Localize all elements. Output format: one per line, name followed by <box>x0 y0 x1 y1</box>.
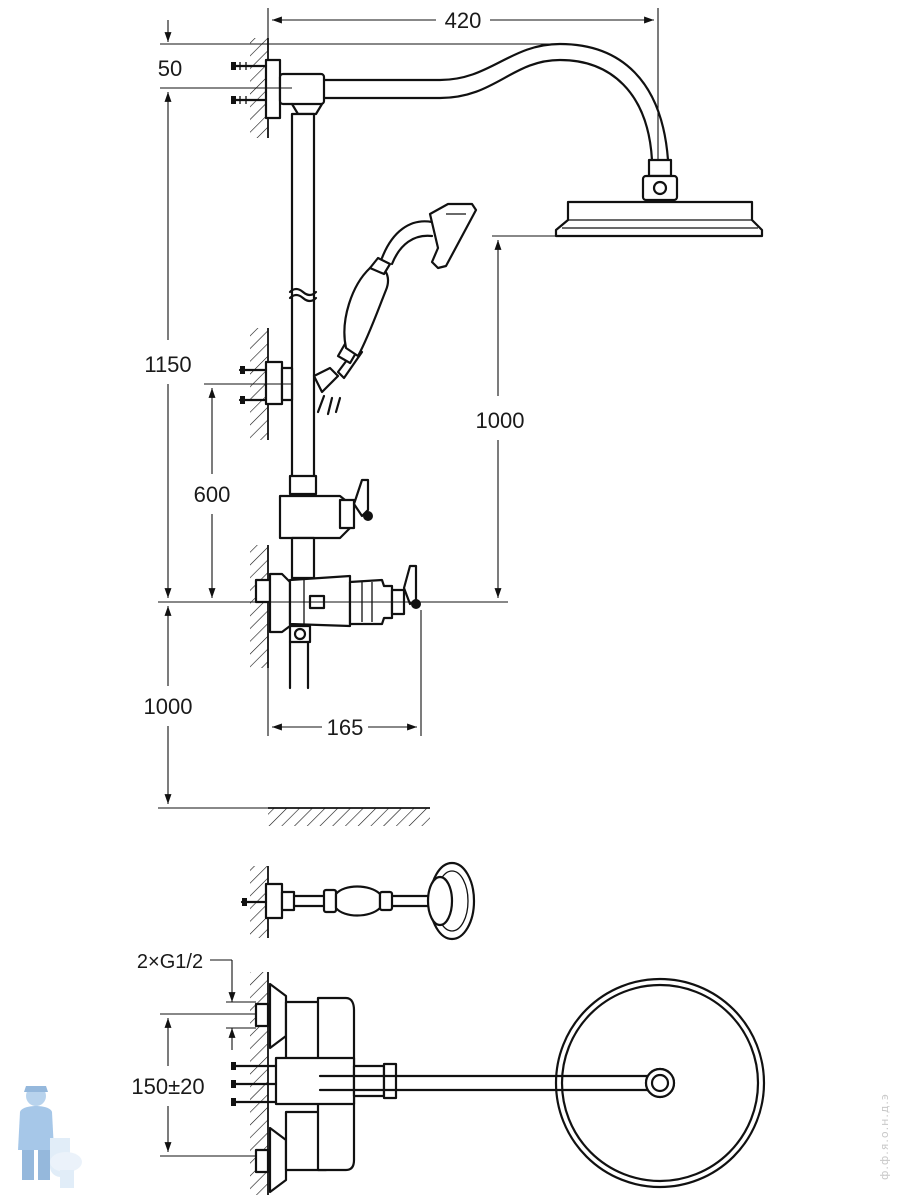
dim-1000-upper-label: 1000 <box>476 408 525 433</box>
dimension-centres: 150±20 <box>131 1013 256 1157</box>
plan-mixer-body <box>230 996 398 1172</box>
dimension-arm-height: 50 <box>158 20 560 89</box>
dim-50-label: 50 <box>158 56 182 81</box>
riser-pipe <box>288 112 318 488</box>
diverter <box>278 474 373 580</box>
dim-centres-label: 150±20 <box>131 1074 204 1099</box>
dim-1150-label: 1150 <box>144 352 191 377</box>
dim-420-label: 420 <box>445 8 482 33</box>
dimension-head-to-mixer: 1000 <box>476 235 562 598</box>
elevation-view: 420 50 1150 1000 600 <box>144 8 764 826</box>
floor-line <box>268 807 430 826</box>
hand-shower <box>316 202 478 416</box>
dimension-mixer-height: 1000 <box>144 606 268 809</box>
dimension-thread: 2×G1/2 <box>137 951 256 1050</box>
dimension-mixer-depth: 165 <box>267 610 422 740</box>
wall-mixer <box>250 545 269 668</box>
plan-view: 2×G1/2 150±20 <box>131 951 766 1195</box>
shower-arm <box>322 42 670 162</box>
plumber-mascot-logo <box>18 1086 82 1188</box>
top-wall-bracket <box>230 58 326 120</box>
holder-detail-view <box>240 861 476 941</box>
dim-thread-label: 2×G1/2 <box>137 951 203 973</box>
dimension-total-height: 1150 <box>144 92 192 598</box>
thermostatic-mixer <box>254 564 421 690</box>
rain-shower-head <box>554 158 764 238</box>
dim-1000-lower-label: 1000 <box>144 694 193 719</box>
dimension-holder-height: 600 <box>194 383 292 598</box>
dim-165-label: 165 <box>327 715 364 740</box>
watermark-text: ф.ф.я.о.н.д.э <box>878 1093 891 1180</box>
dimension-arm-length: 420 <box>267 8 659 160</box>
dim-600-label: 600 <box>194 482 231 507</box>
plan-shower-head <box>554 977 766 1189</box>
